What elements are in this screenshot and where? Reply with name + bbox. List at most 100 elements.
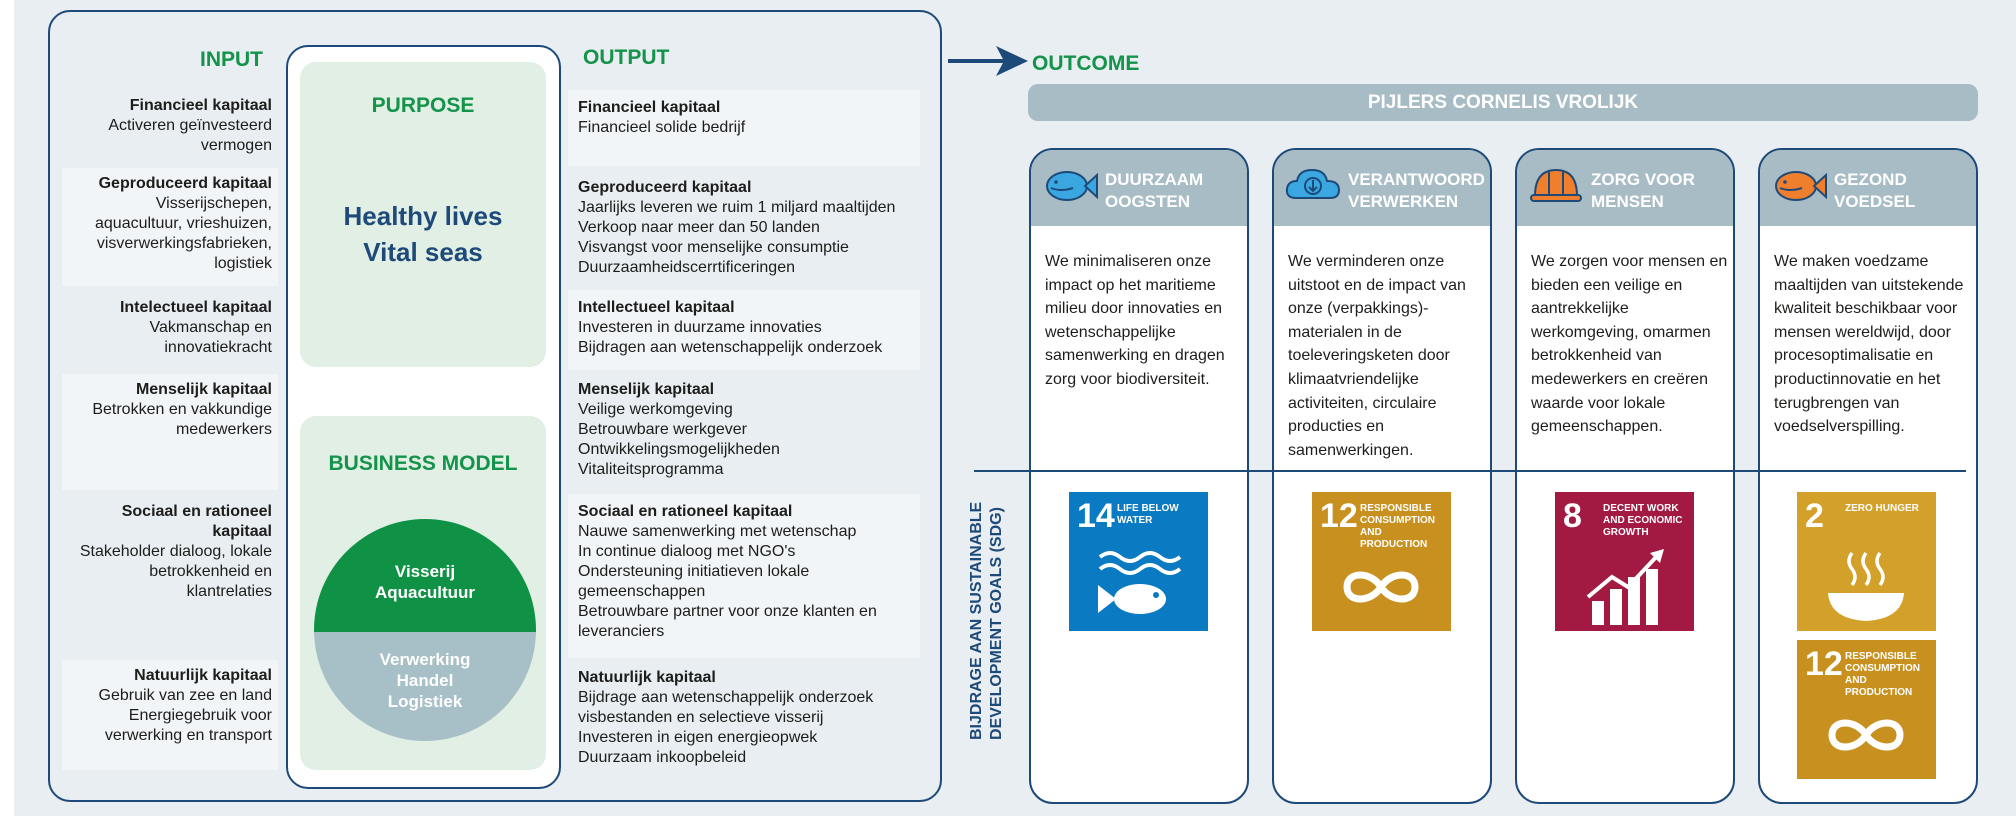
output-row-title: Intellectueel kapitaal: [578, 299, 735, 316]
purpose-line: Healthy lives: [343, 201, 503, 231]
output-row-title: Geproduceerd kapitaal: [578, 179, 752, 196]
output-row-line: Investeren in eigen energieopwek: [578, 729, 818, 746]
input-heading: INPUT: [200, 48, 263, 71]
circle-label-line: Visserij: [394, 562, 456, 581]
input-row-line: klantrelaties: [186, 583, 272, 600]
input-row-title: Intelectueel kapitaal: [119, 299, 272, 316]
pillar-title: DUURZAAM OOGSTEN: [1105, 169, 1245, 213]
output-row-title: Natuurlijk kapitaal: [578, 669, 716, 686]
pillar-title-line: OOGSTEN: [1105, 192, 1191, 211]
pillar-description: We maken voedzame maaltijden van uitstek…: [1774, 253, 1964, 436]
output-row-line: Ontwikkelingsmogelijkheden: [578, 441, 780, 458]
output-row-intellectual: Intellectueel kapitaal Investeren in duu…: [568, 290, 920, 370]
output-row-line: Vitaliteitsprogramma: [578, 461, 724, 478]
input-row-human: Menselijk kapitaal Betrokken en vakkundi…: [62, 374, 278, 490]
pillars-heading-bar: PIJLERS CORNELIS VROLIJK: [1028, 84, 1978, 121]
input-row-line: vermogen: [200, 137, 272, 154]
cloud-download-icon: [1285, 168, 1341, 199]
pillar-title-line: MENSEN: [1591, 192, 1664, 211]
circle-label-line: Verwerking: [379, 650, 471, 669]
sdg-number: 12: [1320, 497, 1358, 535]
input-row-line: logistiek: [214, 255, 272, 272]
circle-bottom-segment: [314, 632, 536, 741]
output-row-line: Bijdrage aan wetenschappelijk onderzoek: [578, 689, 874, 706]
sdg-name: Responsible consumption and production: [1360, 503, 1435, 550]
purpose-statement: Healthy lives Vital seas: [300, 198, 546, 270]
pillar-header: ZORG VOOR MENSEN: [1517, 150, 1733, 226]
output-row-social: Sociaal en rationeel kapitaal Nauwe same…: [568, 494, 920, 658]
sdg-number: 14: [1077, 497, 1115, 535]
pillar-title-line: VERANTWOORD: [1348, 170, 1485, 189]
input-row-title: Natuurlijk kapitaal: [134, 667, 272, 684]
input-row-title: Financieel kapitaal: [129, 97, 272, 114]
purpose-line: Vital seas: [363, 237, 483, 267]
sdg-tile-8: 8 Decent work and economic growth: [1555, 492, 1694, 631]
pillar-description: We zorgen voor mensen en bieden een veil…: [1531, 253, 1728, 436]
input-row-line: Vakmanschap en: [149, 319, 272, 336]
output-row-line: visbestanden en selectieve visserij: [578, 709, 824, 726]
input-row-produced: Geproduceerd kapitaal Visserijschepen, a…: [62, 168, 278, 286]
input-row-title: kapitaal: [212, 523, 272, 540]
input-row-line: visverwerkingsfabrieken,: [96, 235, 272, 252]
pillar-title-line: GEZOND: [1834, 170, 1907, 189]
pillar-header: VERANTWOORD VERWERKEN: [1274, 150, 1490, 226]
pillar-title: GEZOND VOEDSEL: [1834, 169, 1974, 213]
pillar-header: GEZOND VOEDSEL: [1760, 150, 1976, 226]
sdg-name: Zero hunger: [1845, 503, 1919, 514]
input-row-line: Energiegebruik voor: [128, 707, 272, 724]
input-row-line: Stakeholder dialoog, lokale: [79, 543, 272, 560]
input-row-line: innovatiekracht: [164, 339, 272, 356]
output-row-title: Financieel kapitaal: [578, 99, 721, 116]
output-row-line: Visvangst voor menselijke consumptie: [578, 239, 849, 256]
output-row-line: Duurzaamheidscerrtificeringen: [578, 259, 795, 276]
input-row-line: Betrokken en vakkundige: [92, 401, 272, 418]
sdg-tile-12-second: 12 Responsible consumption and productio…: [1797, 640, 1936, 779]
infinity-icon: [1828, 719, 1904, 751]
business-model-title: BUSINESS MODEL: [328, 452, 518, 475]
sdg-tile-14: 14 Life below water: [1069, 492, 1208, 631]
pillar-title: ZORG VOOR MENSEN: [1591, 169, 1731, 213]
sdg-number: 8: [1563, 497, 1582, 535]
purpose-title: PURPOSE: [371, 94, 475, 117]
hard-hat-icon: [1530, 168, 1582, 202]
input-row-line: aquacultuur, vrieshuizen,: [95, 215, 272, 232]
circle-top-label: Visserij Aquacultuur: [314, 561, 536, 603]
circle-top-segment: [314, 519, 536, 632]
input-row-intellectual: Intelectueel kapitaal Vakmanschap en inn…: [62, 292, 278, 372]
bowl-icon: [1828, 551, 1904, 621]
sdg-number: 12: [1805, 645, 1843, 683]
input-row-social: Sociaal en rationeel kapitaal Stakeholde…: [62, 496, 278, 656]
input-row-natural: Natuurlijk kapitaal Gebruik van zee en l…: [62, 660, 278, 770]
sdg-vertical-label: BIJDRAGE AAN SUSTAINABLE DEVELOPMENT GOA…: [967, 470, 1007, 740]
circle-bottom-label: Verwerking Handel Logistiek: [314, 649, 536, 712]
output-row-line: Verkoop naar meer dan 50 landen: [578, 219, 820, 236]
purpose-box: [300, 62, 546, 367]
fish-orange-icon: [1775, 171, 1827, 201]
input-row-title: Geproduceerd kapitaal: [98, 175, 272, 192]
output-row-line: Jaarlijks leveren we ruim 1 miljard maal…: [578, 199, 896, 216]
pillar-description: We verminderen onze uitstoot en de impac…: [1288, 253, 1466, 459]
pillar-title-line: ZORG VOOR: [1591, 170, 1695, 189]
sdg-number: 2: [1805, 497, 1824, 535]
output-row-title: Sociaal en rationeel kapitaal: [578, 503, 793, 520]
output-row-line: Betrouwbare partner voor onze klanten en: [578, 603, 877, 620]
sdg-name: Responsible consumption and production: [1845, 651, 1920, 698]
circle-label-line: Aquacultuur: [374, 583, 476, 602]
input-row-line: Gebruik van zee en land: [98, 687, 272, 704]
sdg-divider: [974, 470, 1966, 472]
input-row-line: Visserijschepen,: [155, 195, 272, 212]
pillar-title: VERANTWOORD VERWERKEN: [1348, 169, 1488, 213]
pillar-title-line: DUURZAAM: [1105, 170, 1204, 189]
output-row-human: Menselijk kapitaal Veilige werkomgeving …: [568, 372, 920, 492]
input-row-line: betrokkenheid en: [149, 563, 272, 580]
pillar-description: We minimaliseren onze impact op het mari…: [1045, 253, 1225, 388]
pillar-card-healthy-food: GEZOND VOEDSEL We maken voedzame maaltij…: [1758, 148, 1978, 804]
pillar-title-line: VOEDSEL: [1834, 192, 1916, 211]
arrow-right-icon: [948, 46, 1028, 76]
pillar-title-line: VERWERKEN: [1348, 192, 1459, 211]
outcome-heading: OUTCOME: [1032, 52, 1140, 75]
pillar-card-care-for-people: ZORG VOOR MENSEN We zorgen voor mensen e…: [1515, 148, 1735, 804]
pillar-card-responsible-processing: VERANTWOORD VERWERKEN We verminderen onz…: [1272, 148, 1492, 804]
sdg-name: Life below water: [1117, 503, 1179, 526]
input-row-line: medewerkers: [175, 421, 272, 438]
